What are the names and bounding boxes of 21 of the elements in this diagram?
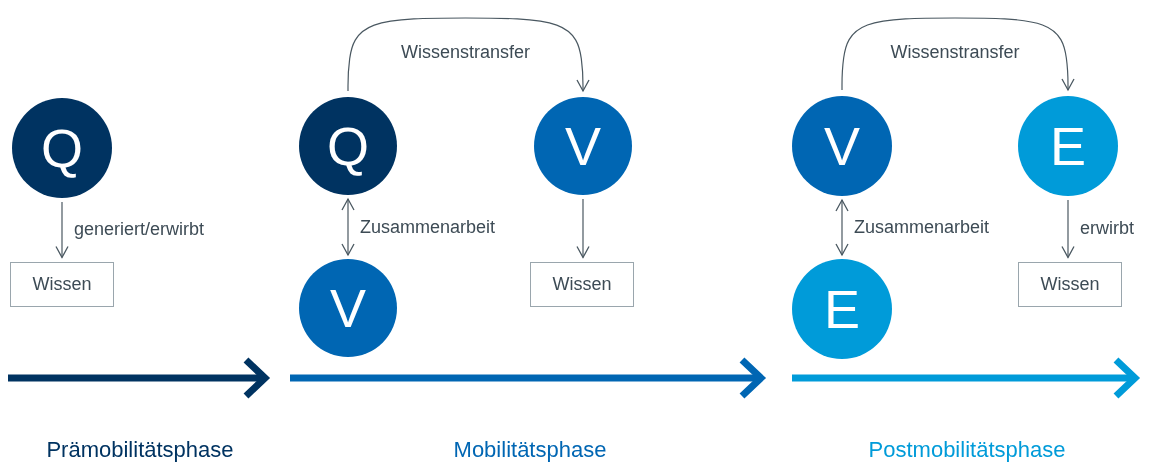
circle-node: E (1018, 96, 1118, 196)
circle-node: V (792, 96, 892, 196)
text-box: Wissen (10, 261, 114, 307)
circle-node: Q (299, 97, 397, 195)
arrow (576, 198, 590, 259)
phase-label: Mobilitätsphase (453, 437, 607, 463)
text-box: Wissen (530, 261, 634, 307)
phase-label: Postmobilitätsphase (868, 437, 1066, 463)
circle-node: V (534, 97, 632, 195)
arrow (55, 201, 69, 259)
arrow (841, 17, 1075, 91)
arrow (341, 198, 355, 256)
arrow (347, 17, 590, 92)
arrow (835, 199, 849, 256)
arrow (1061, 199, 1075, 259)
phase-label: Prämobilitätsphase (46, 437, 234, 463)
circle-node: Q (12, 98, 112, 198)
circle-node: E (792, 259, 892, 359)
circle-node: V (299, 259, 397, 357)
edge-label: generiert/erwirbt (72, 219, 207, 241)
text-box: Wissen (1018, 261, 1122, 307)
